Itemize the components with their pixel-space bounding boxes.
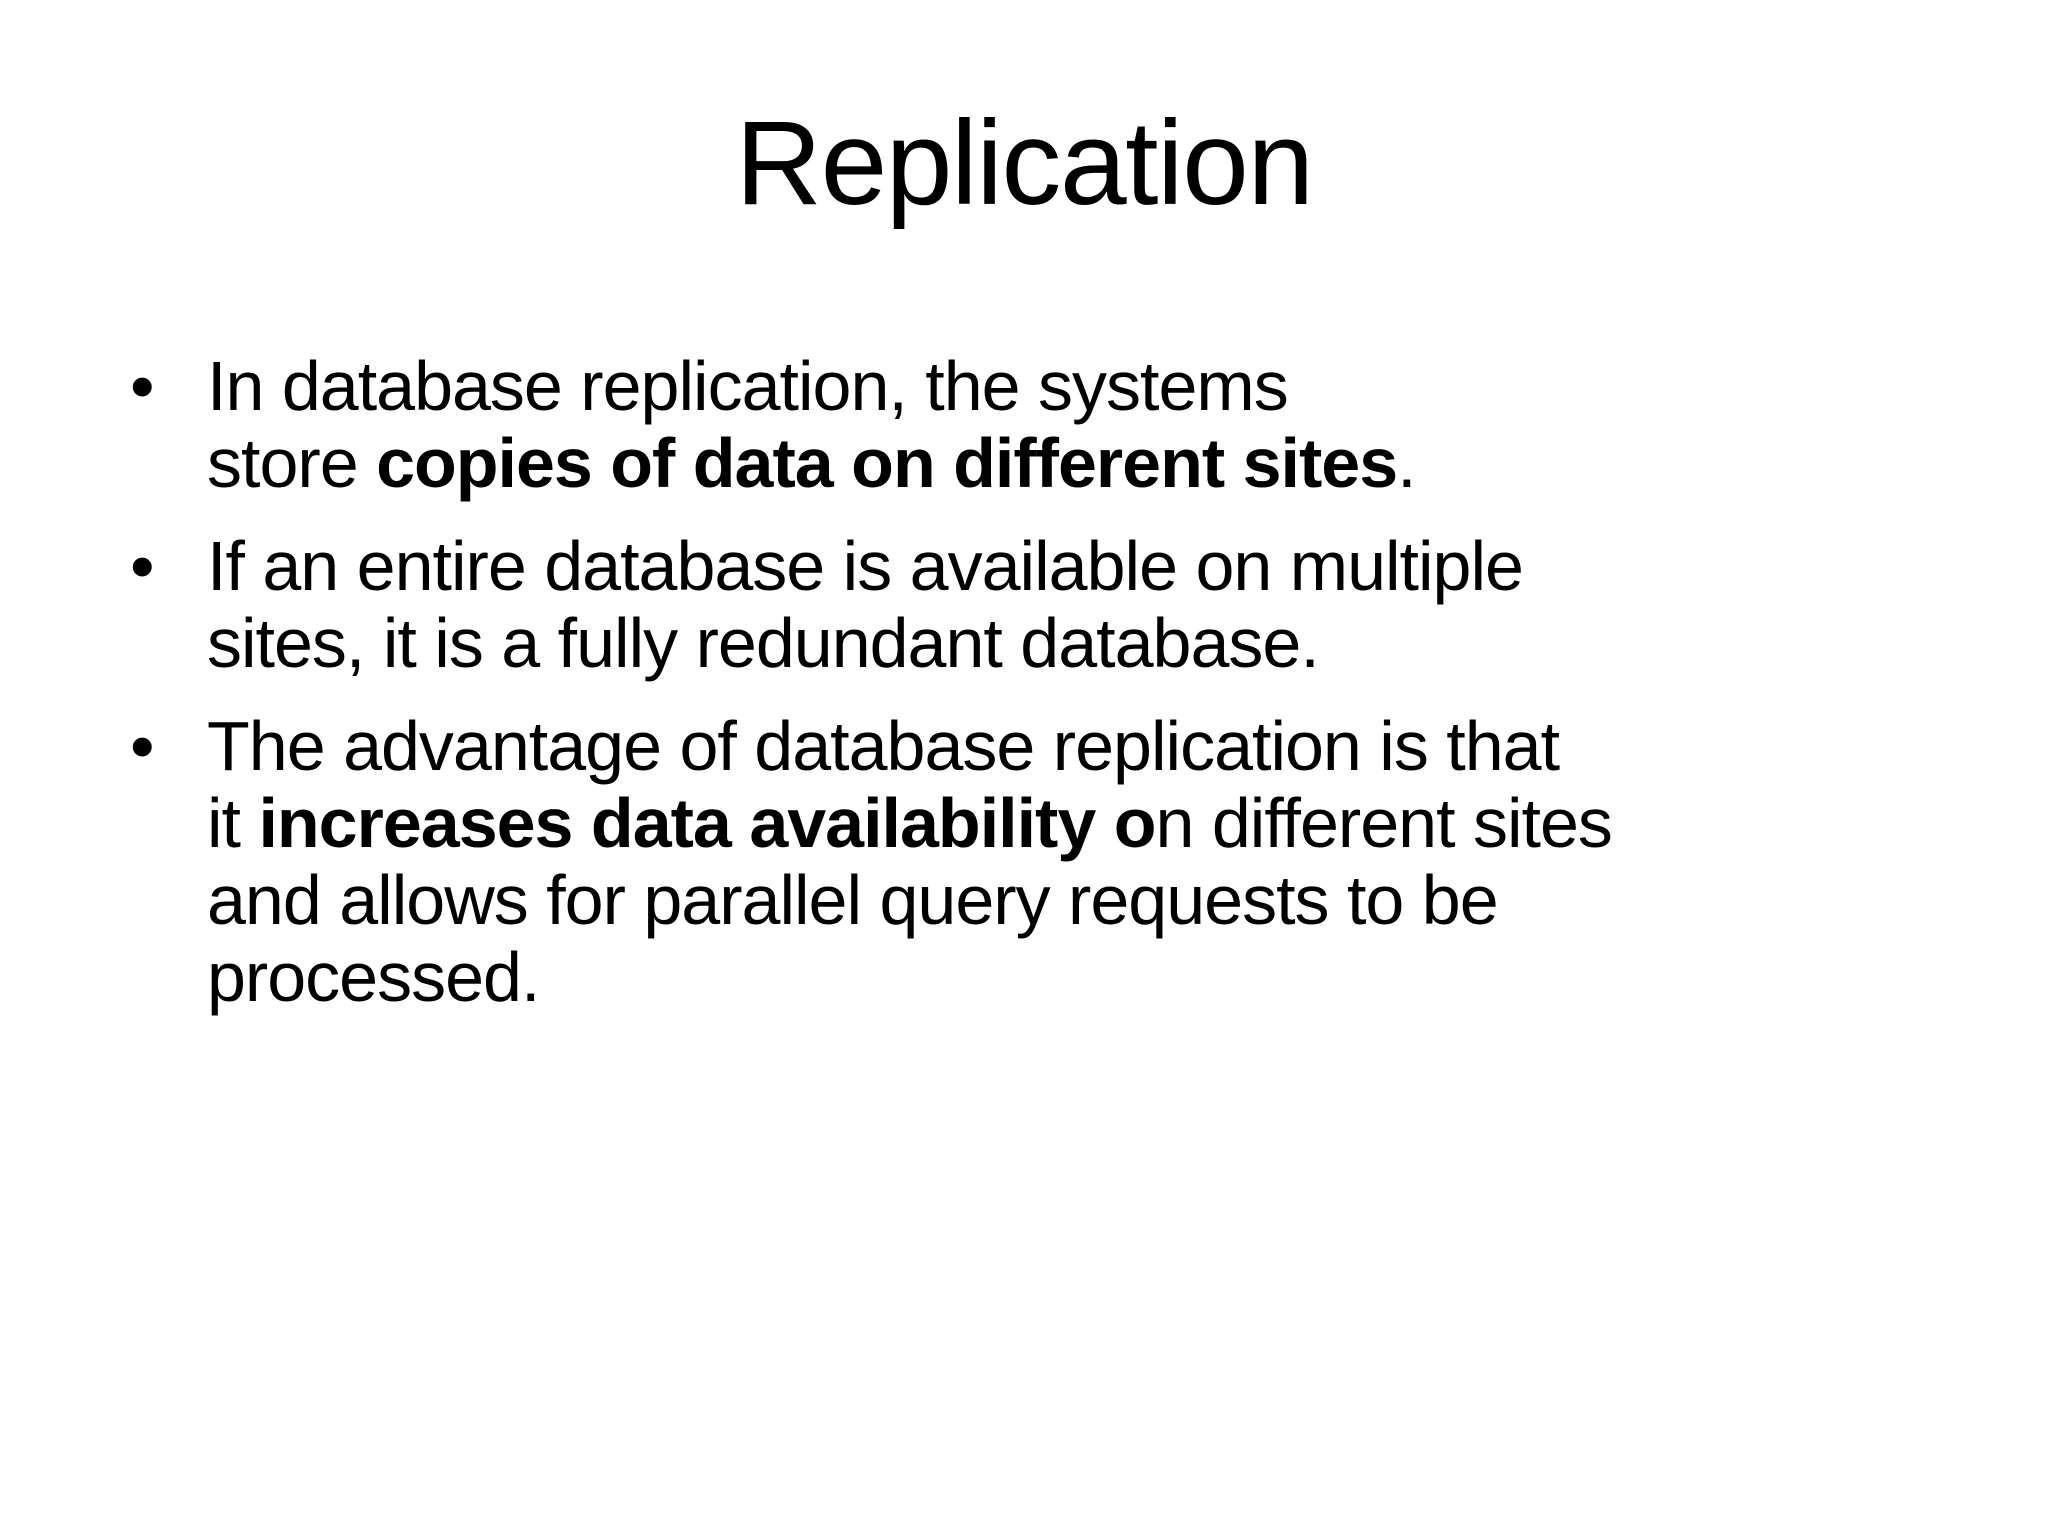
text-run: In database replication, the systems [207, 347, 1289, 425]
bullet-text: The advantage of database replication is… [207, 708, 1993, 1016]
bullet-text: If an entire database is available on mu… [207, 528, 1993, 682]
text-run: sites, it is a fully redundant database. [207, 604, 1320, 682]
list-item: • The advantage of database replication i… [130, 708, 1993, 1016]
text-run-bold: increases data availability o [258, 784, 1156, 862]
text-run: processed. [207, 938, 540, 1016]
text-run: it [207, 784, 259, 862]
text-run: n different sites [1155, 784, 1612, 862]
text-run: store [207, 424, 377, 502]
text-run-bold: copies of data on different sites [376, 424, 1398, 502]
text-run: The advantage of database replication is… [207, 707, 1560, 785]
bullet-icon: • [130, 347, 155, 425]
text-run: and allows for parallel query requests t… [207, 861, 1499, 939]
list-item: • If an entire database is available on m… [130, 528, 1993, 682]
text-run: . [1397, 424, 1416, 502]
text-run: If an entire database is available on mu… [207, 527, 1524, 605]
bullet-icon: • [130, 527, 155, 605]
bullet-icon: • [130, 707, 155, 785]
slide-title: Replication [735, 96, 1314, 230]
